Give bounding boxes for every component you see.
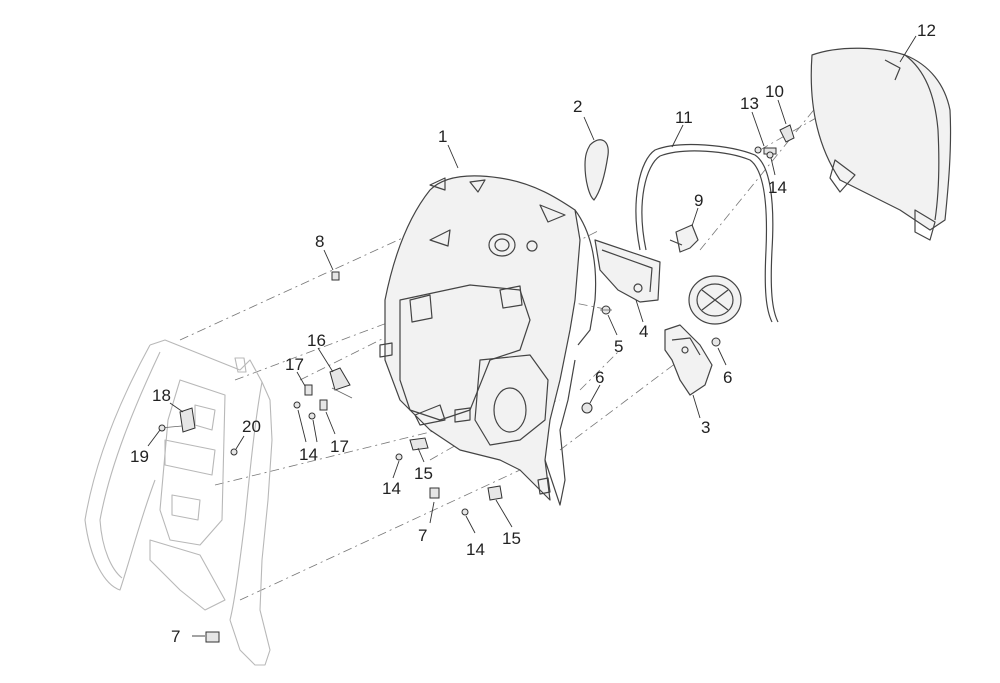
callout-14-c: 14	[466, 540, 485, 559]
callout-10: 10	[765, 82, 784, 101]
callout-14-b: 14	[382, 479, 401, 498]
callout-18: 18	[152, 386, 171, 405]
part-2-lens	[584, 139, 609, 201]
part-9-clip	[669, 224, 699, 253]
nut-8	[331, 271, 340, 281]
part-1-leg-shield	[379, 175, 597, 506]
callout-6: 6	[595, 368, 604, 387]
callout-16: 16	[307, 331, 326, 350]
part-3-bracket	[664, 324, 713, 396]
front-shield-frame	[84, 339, 273, 666]
callout-6-right: 6	[723, 368, 732, 387]
callout-1: 1	[438, 127, 447, 146]
filler-cap	[688, 275, 742, 325]
callout-19: 19	[130, 447, 149, 466]
part-4-tray	[594, 239, 661, 303]
callout-17-b: 17	[330, 437, 349, 456]
hardware	[158, 124, 795, 643]
part-12-rear-panel	[810, 47, 952, 241]
callout-13: 13	[740, 94, 759, 113]
callout-17-a: 17	[285, 355, 304, 374]
callout-9: 9	[694, 191, 703, 210]
callout-12: 12	[917, 21, 936, 40]
callout-3: 3	[701, 418, 710, 437]
callout-15-a: 15	[414, 464, 433, 483]
part-11-seal-strip	[635, 143, 779, 323]
callout-14-d: 14	[768, 178, 787, 197]
callout-8: 8	[315, 232, 324, 251]
callout-2: 2	[573, 97, 582, 116]
callout-7: 7	[418, 526, 427, 545]
callout-7-left: 7	[171, 627, 180, 646]
leader-lines	[147, 35, 917, 637]
callout-11: 11	[675, 108, 693, 127]
callout-20: 20	[242, 417, 261, 436]
callout-labels: 1 2 3 4 5 6 6 7 7 8 9 10 11 12 13 14 14 …	[130, 21, 936, 646]
callout-14-a: 14	[299, 445, 318, 464]
callout-4: 4	[639, 322, 648, 341]
callout-5: 5	[614, 337, 623, 356]
callout-15-b: 15	[502, 529, 521, 548]
